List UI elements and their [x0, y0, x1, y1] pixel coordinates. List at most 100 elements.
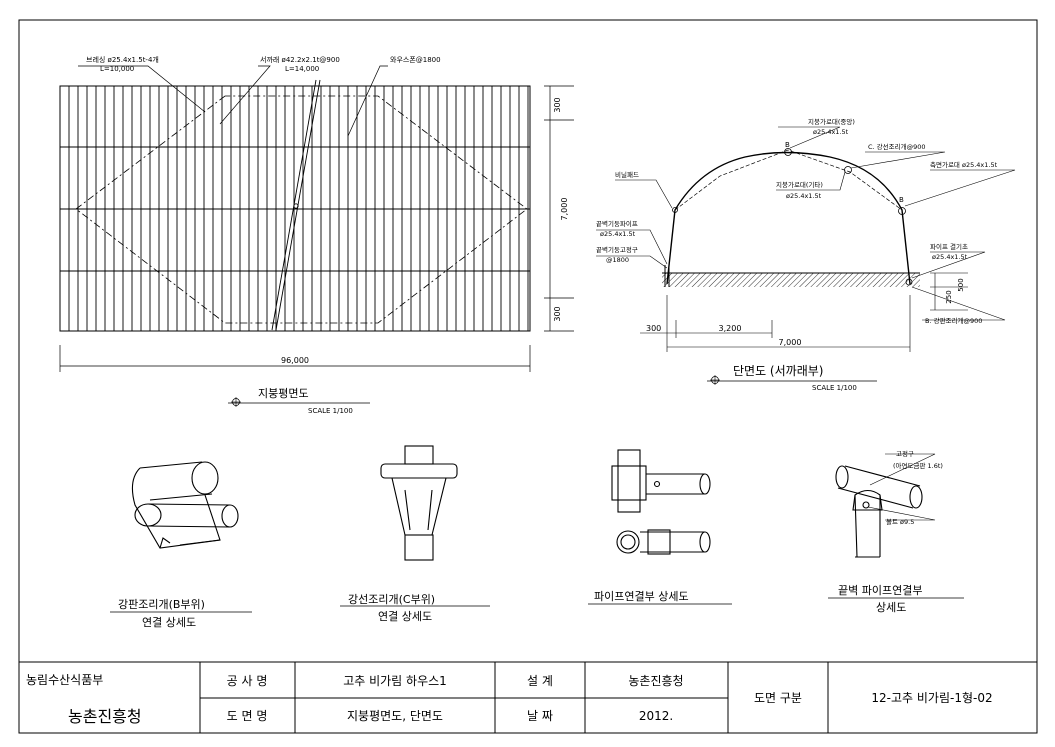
joint-marker [844, 166, 852, 174]
drawing-name-label: 도 면 명 [227, 709, 268, 723]
design-label: 설 계 [527, 674, 553, 688]
pipe-end [699, 531, 711, 553]
dim-250: 250 [945, 290, 953, 303]
label-ridge-size: ø25.4x1.5t [813, 128, 849, 136]
inner-bracing [674, 149, 903, 211]
leader-line [911, 286, 1006, 321]
bracing-outline [75, 95, 528, 324]
label-end-fix: 끝벽기둥고정구 [596, 245, 638, 254]
pipe-body [139, 461, 213, 501]
project-value: 고추 비가림 하우스1 [343, 674, 447, 688]
leader-line [911, 251, 986, 279]
vertical-pipe [854, 494, 881, 558]
ground-hatch [662, 273, 920, 287]
joint-marker [898, 207, 906, 215]
label-b-right: B [899, 196, 904, 204]
vertical-pipe [617, 449, 641, 513]
clamp-body [391, 477, 447, 536]
arch-frame [666, 151, 911, 285]
label-roof-side-size: ø25.4x1.5t [786, 192, 822, 200]
rafter-lines [59, 86, 529, 331]
label-vinyl: 비닐패드 [615, 170, 639, 179]
label-side-bar: 측면가로대 ø25.4x1.5t [930, 160, 998, 169]
fixing-plate [852, 489, 883, 511]
joint-marker [672, 207, 678, 213]
leader-line [596, 255, 668, 269]
leader-line [867, 506, 936, 521]
label-end-fix-pitch: @1800 [606, 256, 629, 264]
leader-line [219, 65, 271, 125]
detail4-title: 끝벽 파이프연결부 [838, 584, 922, 597]
horizontal-pipe [646, 473, 705, 495]
section-title: 단면도 (서까래부) [733, 364, 823, 378]
pipe-end [909, 485, 923, 509]
ministry-name: 농림수산식품부 [26, 673, 103, 687]
project-label: 공 사 명 [227, 674, 268, 688]
dim-500: 500 [957, 278, 965, 291]
label-bracing-length: L=10,000 [100, 65, 134, 73]
clamp-bolt [159, 537, 221, 549]
bolt-icon [653, 480, 661, 488]
leader-line [78, 65, 206, 113]
label-pipe-joint: 파이프 결기초 [930, 242, 968, 251]
bolt-icon [862, 501, 870, 509]
label-roof-side: 지붕가로대(기타) [776, 180, 823, 189]
diagonal-pipe [837, 465, 921, 509]
detail4-label-fix: 고정구 [896, 449, 914, 458]
detail2-subtitle: 연결 상세도 [378, 610, 432, 623]
horizontal-pipe [640, 531, 705, 553]
detail4-label-fix-spec: (아연도금판 1.6t) [893, 461, 943, 470]
label-ridge: 지붕가로대(중앙) [808, 117, 855, 126]
detail1-title: 강판조리개(B부위) [118, 598, 205, 611]
detail3-title: 파이프연결부 상세도 [594, 590, 689, 603]
detail-pipe-joint [611, 449, 711, 555]
leader-line [904, 169, 1016, 207]
joint-marker [905, 278, 913, 286]
pipe-section [620, 534, 636, 550]
pipe-end [835, 465, 849, 489]
pipe-end [191, 461, 219, 495]
label-purlin: 와우스폰@1800 [390, 55, 441, 64]
dim-300: 300 [646, 324, 661, 333]
pipe-end [134, 503, 162, 527]
title-block [19, 661, 1037, 733]
pipe-section [616, 530, 640, 554]
pipe-bottom [404, 534, 434, 561]
roof-plan-outline [59, 85, 531, 332]
date-value: 2012. [639, 709, 673, 723]
category-value: 12-고추 비가림-1형-02 [871, 691, 992, 705]
leader-line [778, 126, 841, 149]
dim-3200: 3,200 [719, 324, 742, 333]
label-end-pipe: 끝벽기둥파이프 [596, 219, 638, 228]
agency-name: 농촌진흥청 [68, 707, 142, 726]
label-c: C. 강선조리개@900 [868, 142, 925, 151]
roof-plan-scale: SCALE 1/100 [308, 407, 353, 415]
leader-line [850, 151, 946, 169]
leader-line [347, 65, 388, 137]
design-value: 농촌진흥청 [628, 674, 683, 688]
detail-endwall-joint [835, 465, 923, 558]
detail-steel-clamp [131, 461, 239, 549]
pipe-end [221, 504, 239, 528]
label-pipe-joint-size: ø25.4x1.5t [932, 253, 968, 261]
category-label: 도면 구분 [754, 691, 802, 705]
leader-line [776, 171, 846, 191]
label-end-pipe-size: ø25.4x1.5t [600, 230, 636, 238]
sheet-border [18, 19, 1038, 734]
dim-bottom: 300 [553, 306, 562, 321]
dim-7000: 7,000 [779, 338, 802, 347]
leader-line [869, 453, 936, 486]
detail1-subtitle: 연결 상세도 [142, 616, 196, 629]
dim-top: 300 [553, 97, 562, 112]
label-rafter-length: L=14,000 [285, 65, 319, 73]
pipe-body [147, 503, 231, 528]
rafter-joint [293, 203, 299, 209]
clamp-detail [404, 489, 433, 531]
label-rafter: 서까래 ø42.2x2.1t@900 [260, 55, 340, 64]
clamp-body [131, 467, 221, 549]
pipe-clamp [611, 465, 647, 501]
detail4-subtitle: 상세도 [876, 601, 906, 614]
clamp-band [380, 463, 458, 479]
